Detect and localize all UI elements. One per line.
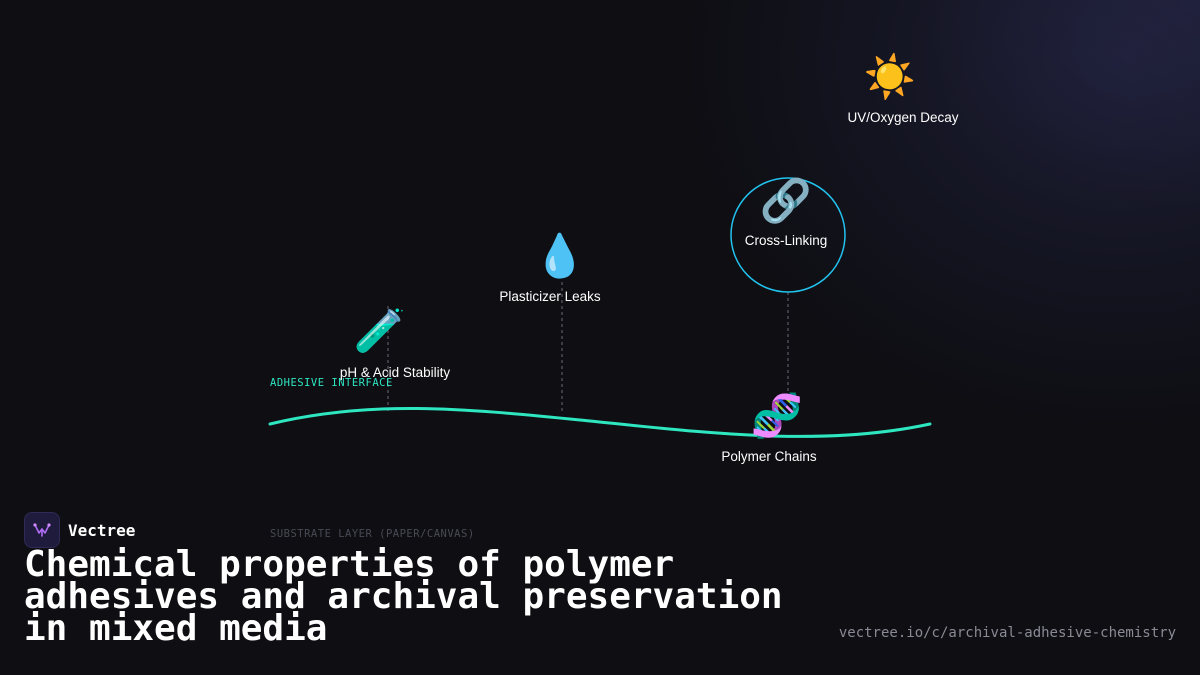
sun-icon: ☀️ [863, 52, 917, 101]
node-label-plasticizer: Plasticizer Leaks [499, 289, 601, 304]
brand-name: Vectree [68, 520, 136, 540]
link-icon: 🔗 [759, 176, 813, 225]
node-label-ph-acid: pH & Acid Stability [339, 365, 451, 380]
vectree-logo-icon [24, 512, 60, 548]
node-label-cross-linking: Cross-Linking [744, 233, 828, 248]
substrate-layer-label: SUBSTRATE LAYER (PAPER/CANVAS) [270, 528, 475, 540]
test-tube-icon: 🧪 [353, 306, 407, 355]
node-label-polymer-chains: Polymer Chains [721, 449, 817, 464]
droplet-icon: 💧 [533, 231, 587, 280]
dna-icon: 🧬 [750, 391, 804, 440]
cross-linking-highlight-ring [730, 177, 846, 293]
adhesive-interface-line [268, 407, 932, 438]
page-title: Chemical properties of polymer adhesives… [24, 544, 783, 649]
adhesive-interface-label: ADHESIVE INTERFACE [270, 377, 393, 389]
node-label-uv-oxygen: UV/Oxygen Decay [847, 110, 959, 125]
source-url: vectree.io/c/archival-adhesive-chemistry [838, 625, 1176, 641]
brand: Vectree [24, 512, 135, 548]
